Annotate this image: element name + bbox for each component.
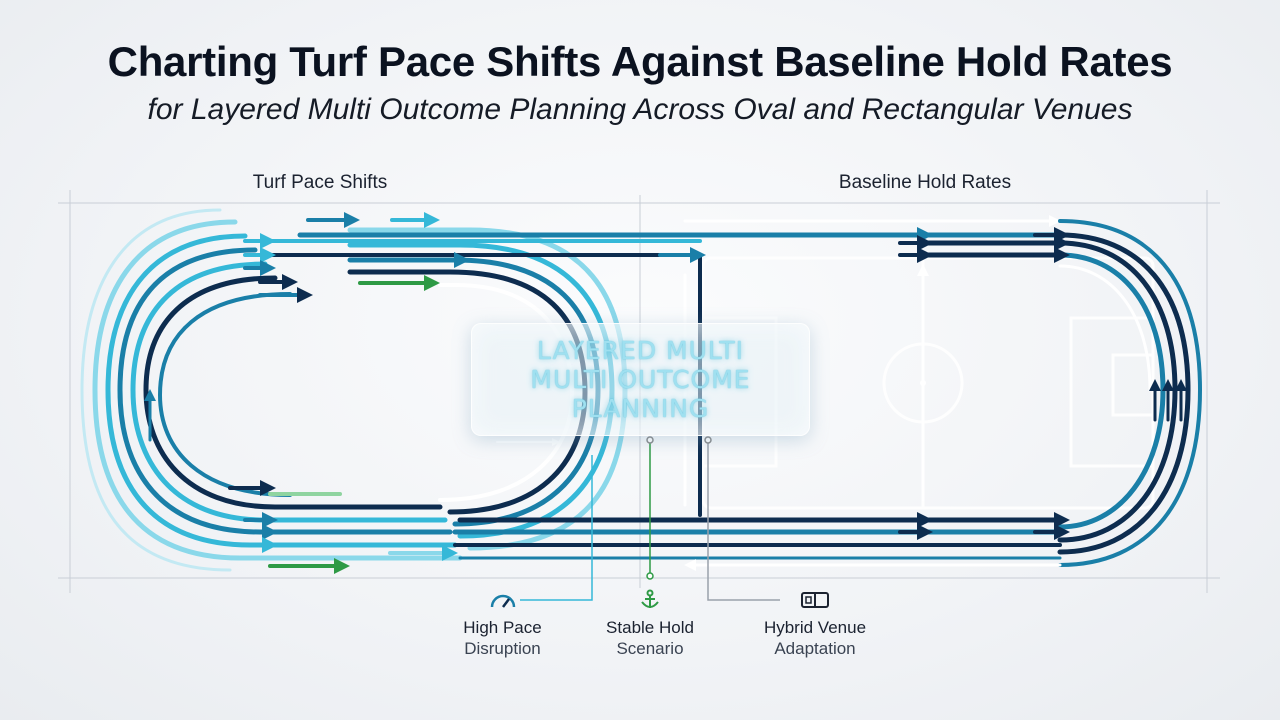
center-line-2: MULTI OUTCOME bbox=[530, 365, 751, 394]
legend-high-line2: Disruption bbox=[464, 639, 541, 658]
legend-hybrid-line2: Adaptation bbox=[774, 639, 856, 658]
legend-high-line1: High Pace bbox=[463, 618, 542, 637]
gauge-icon bbox=[430, 588, 575, 612]
left-oval-lanes bbox=[80, 208, 628, 572]
page-subtitle: for Layered Multi Outcome Planning Acros… bbox=[147, 93, 1133, 126]
legend-stable-hold: Stable Hold Scenario bbox=[580, 588, 720, 659]
legend-high-pace: High Pace Disruption bbox=[430, 588, 575, 659]
center-planning-box: LAYERED MULTI MULTI OUTCOME PLANNING bbox=[471, 323, 810, 436]
center-line-1: LAYERED MULTI bbox=[536, 336, 745, 365]
split-venue-icon bbox=[735, 588, 895, 612]
lane-arrows bbox=[228, 212, 1070, 574]
legend-hybrid-line1: Hybrid Venue bbox=[763, 618, 867, 637]
right-oval-lanes bbox=[1057, 219, 1203, 567]
bottom-connector-lanes bbox=[452, 517, 1063, 571]
anchor-icon bbox=[580, 588, 720, 612]
center-line-3: PLANNING bbox=[571, 394, 710, 423]
legend-stable-line2: Scenario bbox=[616, 639, 684, 658]
left-panel-label: Turf Pace Shifts bbox=[252, 172, 388, 193]
legend-stable-line1: Stable Hold bbox=[606, 618, 694, 637]
page-title: Charting Turf Pace Shifts Against Baseli… bbox=[107, 38, 1173, 85]
right-panel-label: Baseline Hold Rates bbox=[838, 172, 1012, 193]
legend-leaders bbox=[520, 436, 780, 601]
top-connector-lanes bbox=[258, 215, 1063, 517]
legend-hybrid-venue: Hybrid Venue Adaptation bbox=[735, 588, 895, 659]
